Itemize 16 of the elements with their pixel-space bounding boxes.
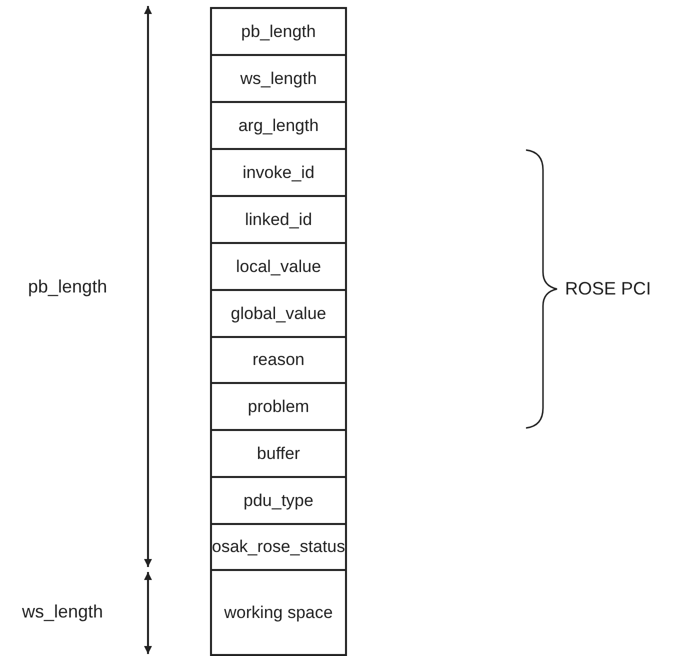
memory-field: ws_length xyxy=(210,54,347,103)
memory-field: arg_length xyxy=(210,101,347,150)
memory-field: problem xyxy=(210,382,347,431)
dimension-label: ws_length xyxy=(22,602,104,622)
memory-field: local_value xyxy=(210,242,347,291)
memory-field: pb_length xyxy=(210,7,347,56)
memory-field: buffer xyxy=(210,429,347,478)
memory-field: global_value xyxy=(210,289,347,338)
dimension-label: pb_length xyxy=(28,276,108,298)
memory-field: linked_id xyxy=(210,195,347,244)
memory-field: reason xyxy=(210,336,347,384)
memory-field: osak_rose_status xyxy=(210,523,347,571)
memory-field: invoke_id xyxy=(210,148,347,197)
memory-field: pdu_type xyxy=(210,476,347,525)
bracket-label: ROSE PCI xyxy=(565,278,652,300)
memory-field: working space xyxy=(210,569,347,656)
